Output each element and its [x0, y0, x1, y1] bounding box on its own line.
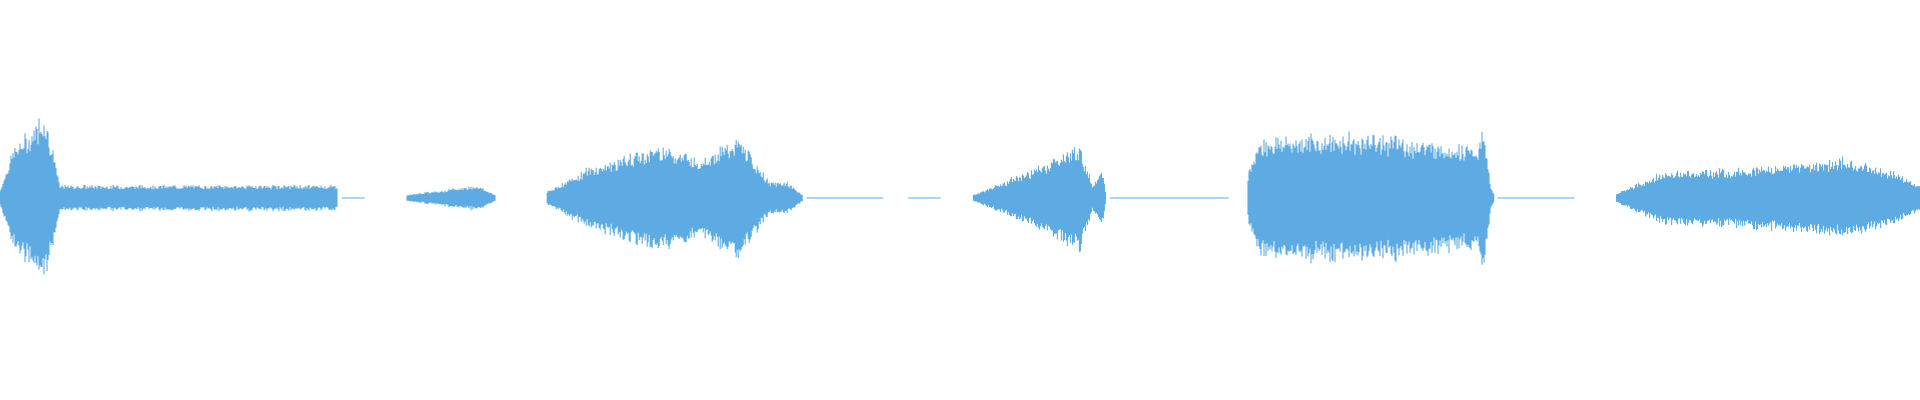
waveform-path — [1616, 156, 1920, 236]
waveform-path — [1447, 178, 1495, 219]
waveform-segment-4 — [972, 147, 1106, 252]
waveform-segment-6 — [1616, 156, 1920, 236]
waveform-path — [406, 186, 496, 211]
waveform-segment-3 — [546, 139, 803, 258]
waveform-path — [972, 147, 1106, 252]
waveform-path — [546, 139, 803, 258]
waveform-segment-1 — [0, 118, 338, 275]
waveform-segment-5b — [1447, 178, 1495, 219]
waveform-path — [0, 118, 338, 275]
waveform-segment-2 — [406, 186, 496, 211]
